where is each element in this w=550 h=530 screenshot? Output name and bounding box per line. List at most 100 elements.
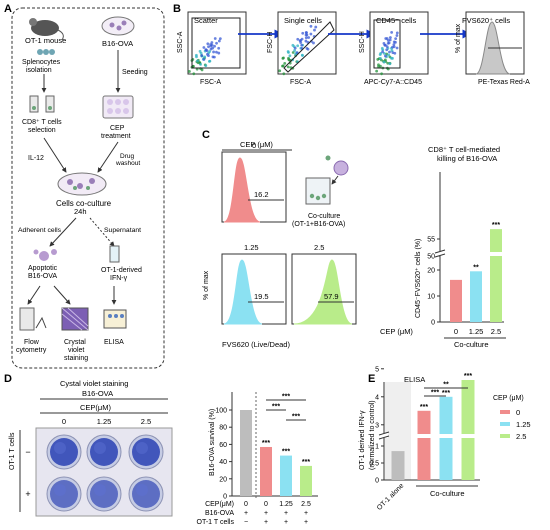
- supernatant-label: Supernatant: [104, 227, 141, 234]
- mouse-icon: [29, 18, 64, 41]
- gate-dot: [191, 64, 195, 68]
- gate-dot: [392, 43, 396, 46]
- gate-dot: [395, 34, 399, 37]
- significance-label: ***: [492, 222, 500, 229]
- gate-dot: [208, 50, 212, 53]
- hist-pct: 57.9: [324, 292, 339, 301]
- gate-dot: [395, 46, 399, 50]
- gate-dot: [192, 72, 196, 76]
- plate-well: [90, 438, 118, 466]
- gate-dot: [211, 55, 215, 59]
- gate-xlabel: FSC-A: [290, 79, 311, 86]
- footer-cell: +: [304, 519, 308, 526]
- y-tick-label: 5: [375, 366, 379, 373]
- gate-dot: [386, 61, 390, 65]
- plate-well-shine: [94, 442, 106, 454]
- gate-dot: [304, 36, 308, 40]
- chart-d-ylabel: B16-OVA survival (%): [209, 409, 216, 476]
- gate-dot: [385, 37, 389, 40]
- axis-break-mark: [434, 253, 446, 258]
- gate-dot: [380, 72, 383, 76]
- gate-dot: [204, 48, 208, 52]
- gate-dot: [376, 58, 380, 61]
- chart-c-xtick: 2.5: [491, 327, 501, 336]
- ot1-alone-label: OT-1 alone: [376, 482, 406, 512]
- gate-dot: [304, 39, 308, 43]
- significance-label: ***: [282, 449, 290, 456]
- gate-frame: [369, 11, 429, 75]
- hist-xlabel: FVS620 (Live/Dead): [222, 340, 290, 349]
- gate-dot: [394, 37, 398, 41]
- il12-arrow: [43, 137, 67, 173]
- gate-dot: [215, 50, 218, 54]
- bar-break: [438, 434, 454, 438]
- gate-dot: [388, 62, 392, 66]
- legend-e: 01.252.5: [500, 408, 531, 441]
- gate-region: [373, 19, 401, 69]
- axis-break-gap: [380, 433, 388, 438]
- crystal-arrow: [53, 285, 71, 305]
- gate-dot: [379, 56, 382, 60]
- y-tick-label: 10: [427, 294, 435, 301]
- plate-icon: [102, 95, 134, 119]
- gate-dot: [388, 36, 392, 39]
- plate-well-shine: [136, 442, 148, 454]
- significance-label: **: [473, 264, 479, 271]
- seeding-label: Seeding: [122, 69, 148, 76]
- chart-e-ylabel-sub: (normalized to control): [369, 400, 376, 470]
- coculture-label: Cells co-culture: [56, 199, 112, 208]
- adherent-arrow: [49, 217, 77, 247]
- footer-row-label: OT-1 T cells: [197, 519, 235, 526]
- gate-dot: [305, 46, 309, 50]
- gate-label: Single cells: [284, 16, 322, 25]
- gate-dot: [309, 24, 313, 28]
- gate-dot: [309, 32, 313, 36]
- gate-xlabel: FSC-A: [200, 79, 221, 86]
- b16-label: B16-OVA: [102, 39, 133, 48]
- gate-dot: [385, 48, 389, 52]
- chart-e-group-label: Co-culture: [430, 489, 465, 498]
- gate-dot: [386, 42, 390, 45]
- gate-dot: [394, 40, 397, 44]
- y-tick-label: 20: [219, 476, 227, 483]
- flow-cytometry-icon: [19, 307, 47, 331]
- apoptotic-cells-icon: [33, 249, 57, 261]
- chart-c-title-2: killing of B16-OVA: [437, 154, 497, 163]
- h24-label: 24h: [74, 207, 87, 216]
- gate-dot: [286, 65, 290, 69]
- gate-dot: [307, 36, 311, 39]
- coculture-sub: (OT-1+B16-OVA): [292, 221, 345, 228]
- panel-d: D Cystal violet staining B16-OVA CEP(μM)…: [4, 373, 318, 526]
- gate-dot: [207, 45, 210, 49]
- footer-cell: +: [284, 510, 288, 517]
- comparison-label: ***: [282, 394, 290, 401]
- y-tick-label: 60: [219, 442, 227, 449]
- gate-region: [283, 21, 335, 73]
- comparison-label: ***: [431, 390, 439, 397]
- tube-icon: [29, 95, 55, 113]
- gate-dot: [287, 56, 290, 60]
- significance-label: ***: [464, 373, 472, 380]
- hist-conc: 0: [252, 141, 256, 150]
- plate-well-shine: [94, 484, 106, 496]
- footer-cell: 1.25: [279, 501, 293, 508]
- chart-c-xtick: 1.25: [469, 327, 484, 336]
- gate-dot: [391, 51, 395, 55]
- gate-dot: [295, 51, 299, 55]
- gate-dot: [199, 51, 203, 55]
- hist-pct: 16.2: [254, 190, 269, 199]
- bar: [417, 410, 431, 480]
- legend-label: 0: [516, 408, 520, 417]
- y-tick-label: 3: [375, 422, 379, 429]
- gate-dot: [203, 55, 207, 59]
- plate-well-shine: [54, 442, 66, 454]
- workflow-frame: [11, 7, 165, 369]
